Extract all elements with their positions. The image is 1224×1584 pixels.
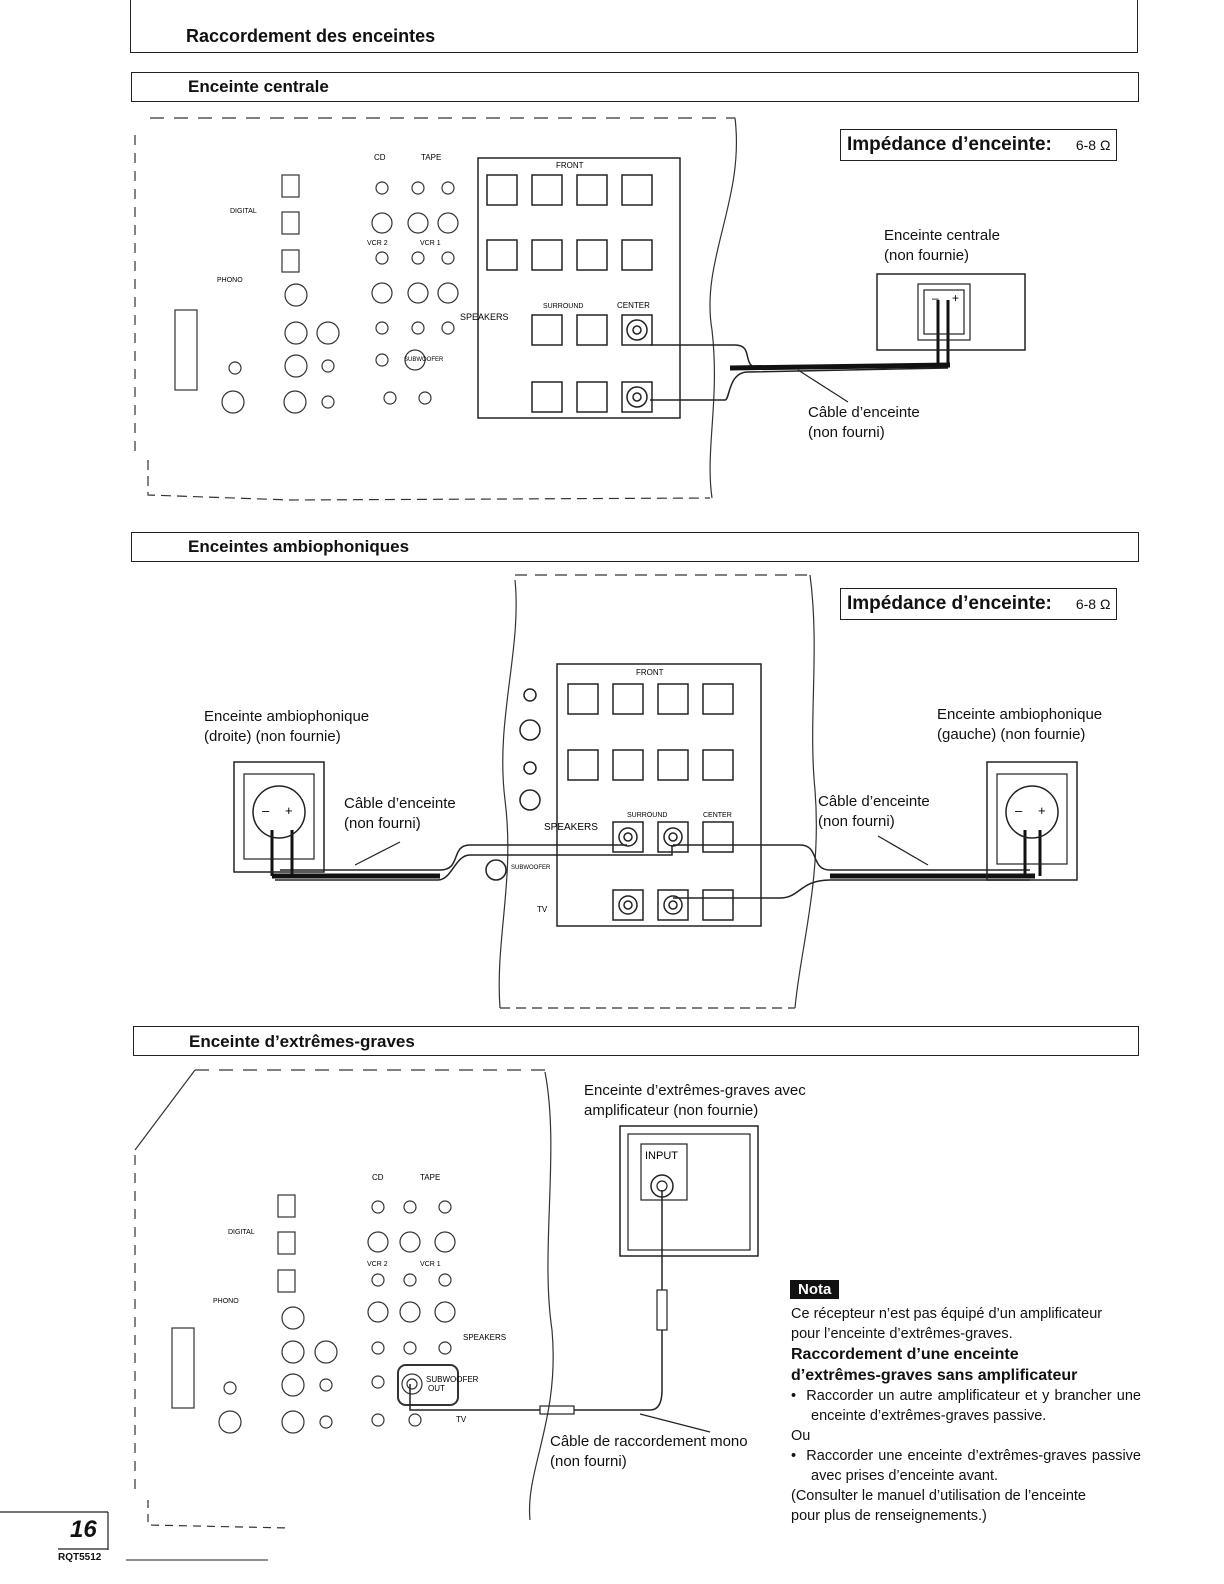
- bullet-dot: •: [791, 1448, 807, 1464]
- label-surround-2: SURROUND: [627, 812, 667, 819]
- center-cable-label-2: (non fourni): [808, 424, 885, 441]
- mono-cable-label-1: Câble de raccordement mono: [550, 1433, 748, 1450]
- label-phono-3: PHONO: [213, 1298, 239, 1305]
- mono-cable-label-2: (non fourni): [550, 1453, 627, 1470]
- label-subwoofer-2: SUBWOOFER: [511, 865, 551, 871]
- surround-cable-label-right-1: Câble d’enceinte: [344, 795, 456, 812]
- section-subwoofer-box: [133, 1026, 1139, 1056]
- label-phono: PHONO: [217, 277, 243, 284]
- label-cd: CD: [374, 153, 386, 162]
- section-surround-title: Enceintes ambiophoniques: [188, 537, 410, 556]
- center-speaker-label-1: Enceinte centrale: [884, 227, 1000, 244]
- impedance-label: Impédance d’enceinte:: [847, 593, 1052, 614]
- label-subwoofer-3: SUBWOOFER: [426, 1375, 479, 1384]
- label-digital-3: DIGITAL: [228, 1229, 255, 1236]
- impedance-box-surround: Impédance d’enceinte: 6-8 Ω: [840, 588, 1118, 620]
- page-number: 16: [70, 1516, 97, 1543]
- input-label: INPUT: [645, 1150, 678, 1162]
- label-subwoofer: SUBWOOFER: [404, 357, 444, 363]
- label-out-3: OUT: [428, 1384, 445, 1393]
- nota-bullet-1-text: Raccorder un autre amplificateur et y br…: [806, 1388, 1141, 1424]
- label-speakers: SPEAKERS: [460, 312, 509, 322]
- plus-glyph: +: [285, 803, 293, 818]
- section-subwoofer-title: Enceinte d’extrêmes-graves: [189, 1032, 415, 1051]
- section-center-title: Enceinte centrale: [188, 77, 329, 96]
- right-surround-label-1: Enceinte ambiophonique: [204, 708, 370, 725]
- nota-note-2: pour plus de renseignements.): [791, 1508, 987, 1524]
- section-center-box: [131, 72, 1139, 102]
- impedance-label: Impédance d’enceinte:: [847, 134, 1052, 155]
- speaker-terminal-panel: [477, 157, 681, 419]
- center-speaker-label-2: (non fournie): [884, 247, 970, 264]
- left-surround-label-1: Enceinte ambiophonique: [937, 706, 1103, 723]
- label-tape: TAPE: [421, 153, 441, 162]
- surround-cable-label-left-1: Câble d’enceinte: [818, 793, 930, 810]
- plus-glyph: +: [1038, 803, 1046, 818]
- label-tape-3: TAPE: [420, 1173, 440, 1182]
- right-surround-speaker: [233, 761, 325, 873]
- impedance-value: 6-8 Ω: [1075, 137, 1111, 153]
- section-surround-box: [131, 532, 1139, 562]
- label-vcr1-3: VCR 1: [420, 1261, 441, 1268]
- nota-bullet-1: • Raccorder un autre amplificateur et y …: [791, 1386, 1141, 1426]
- nota-heading-1: Raccordement d’une enceinte: [791, 1346, 1019, 1363]
- page-title: Raccordement des enceintes: [186, 26, 436, 46]
- nota-bullet-2-text: Raccorder une enceinte d’extrêmes-graves…: [806, 1448, 1141, 1484]
- surround-cable-label-left-2: (non fourni): [818, 813, 895, 830]
- label-cd-3: CD: [372, 1173, 384, 1182]
- label-tv-2: TV: [537, 905, 548, 914]
- left-surround-label-2: (gauche) (non fournie): [937, 726, 1086, 743]
- label-vcr2-3: VCR 2: [367, 1261, 388, 1268]
- nota-note-1: (Consulter le manuel d’utilisation de l’…: [791, 1488, 1086, 1504]
- nota-badge: Nota: [790, 1280, 840, 1299]
- nota-block: Ce récepteur n’est pas équipé d’un ampli…: [791, 1304, 1141, 1526]
- nota-or: Ou: [791, 1428, 811, 1444]
- subwoofer-label-2: amplificateur (non fournie): [584, 1102, 759, 1119]
- right-surround-label-2: (droite) (non fournie): [204, 728, 341, 745]
- document-code: RQT5512: [58, 1552, 102, 1563]
- label-vcr2: VCR 2: [367, 240, 388, 247]
- nota-heading-2: d’extrêmes-graves sans amplificateur: [791, 1367, 1078, 1384]
- label-speakers-3: SPEAKERS: [463, 1333, 506, 1342]
- header-box: [130, 0, 1138, 53]
- label-center: CENTER: [617, 301, 650, 310]
- label-center-2: CENTER: [703, 812, 732, 819]
- impedance-box-center: Impédance d’enceinte: 6-8 Ω: [840, 129, 1118, 161]
- nota-bullet-2: • Raccorder une enceinte d’extrêmes-grav…: [791, 1446, 1141, 1486]
- plus-glyph: +: [952, 291, 959, 305]
- bullet-dot: •: [791, 1388, 807, 1404]
- label-front-2: FRONT: [636, 668, 664, 677]
- subwoofer-speaker: [619, 1125, 759, 1257]
- cable-pointer: [797, 369, 849, 403]
- nota-line-1: Ce récepteur n’est pas équipé d’un ampli…: [791, 1306, 1103, 1322]
- nota-line-2: pour l’enceinte d’extrêmes-graves.: [791, 1326, 1013, 1342]
- surround-cable-label-right-2: (non fourni): [344, 815, 421, 832]
- label-digital: DIGITAL: [230, 208, 257, 215]
- minus-glyph: –: [262, 803, 270, 818]
- label-vcr1: VCR 1: [420, 240, 441, 247]
- minus-glyph: –: [932, 291, 939, 305]
- label-tv-3: TV: [456, 1415, 467, 1424]
- minus-glyph: –: [1015, 803, 1023, 818]
- label-surround: SURROUND: [543, 303, 583, 310]
- label-speakers-2: SPEAKERS: [544, 822, 598, 833]
- center-speaker: [876, 273, 1026, 351]
- impedance-value: 6-8 Ω: [1075, 596, 1111, 612]
- label-front: FRONT: [556, 161, 584, 170]
- center-cable-label-1: Câble d’enceinte: [808, 404, 920, 421]
- left-surround-speaker: [986, 761, 1078, 881]
- subwoofer-label-1: Enceinte d’extrêmes-graves avec: [584, 1082, 806, 1099]
- surround-terminal-panel: [556, 663, 762, 927]
